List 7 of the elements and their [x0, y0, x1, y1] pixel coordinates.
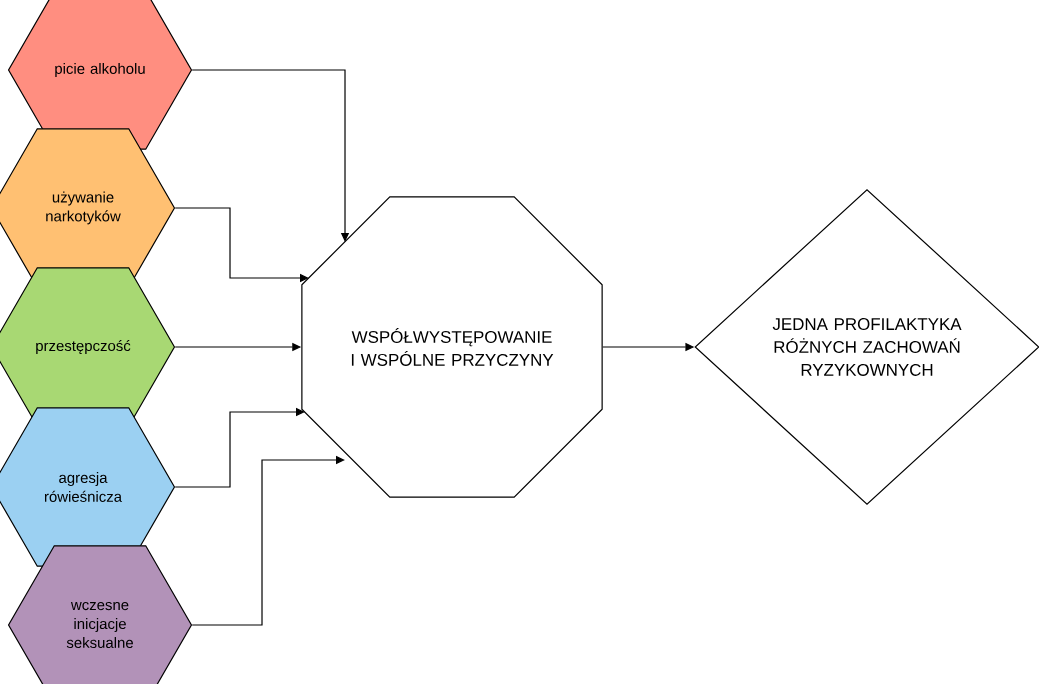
hexagon-box: agresja rówieśnicza: [0, 407, 176, 567]
hexagon-box: wczesne inicjacje seksualne: [7, 545, 193, 684]
octagon-box: WSPÓŁWYSTĘPOWANIE I WSPÓLNE PRZYCZYNY: [301, 196, 603, 498]
arrow: [191, 69, 350, 242]
hexagon-box: picie alkoholu: [7, 0, 193, 150]
arrow: [174, 407, 305, 488]
arrow: [191, 455, 345, 626]
